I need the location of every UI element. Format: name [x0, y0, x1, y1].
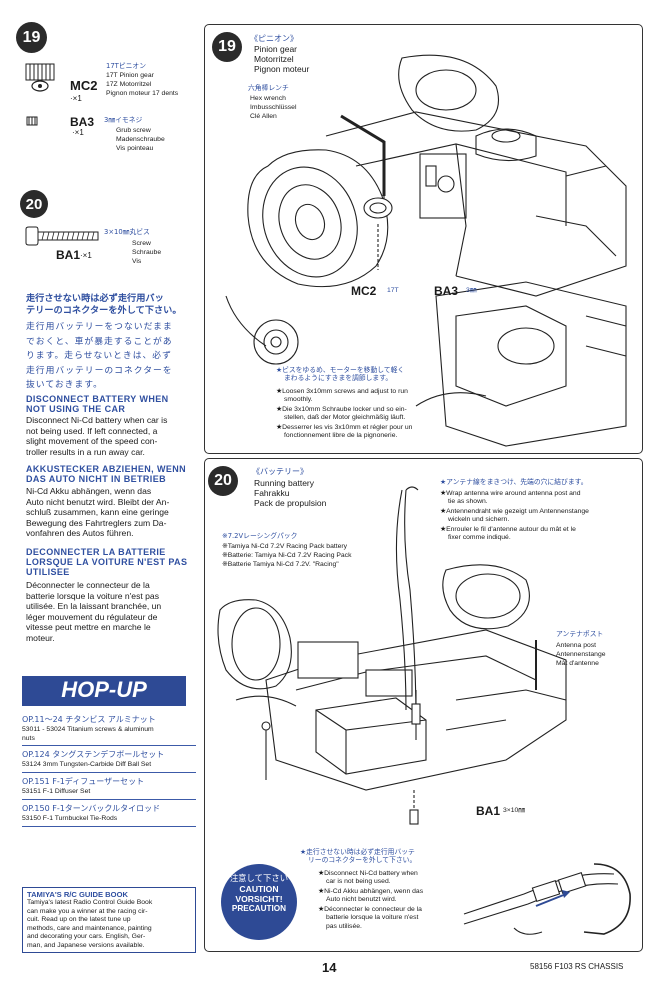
grub-en-label: Grub screw — [116, 127, 151, 134]
hopup-item-1-desc2: nuts — [22, 735, 35, 742]
screw-fr-label: Vis — [132, 258, 142, 265]
antenna-note-fr: ★Enrouler le fil d'antenne autour du mât… — [440, 526, 576, 542]
hopup-item-2-desc: 53124 3mm Tungsten-Carbide Diff Ball Set — [22, 761, 152, 768]
antenna-note-en: ★Wrap antenna wire around antenna post a… — [440, 490, 581, 506]
ba3-label: BA3 — [434, 284, 459, 298]
screw-de-label: Schraube — [132, 249, 162, 256]
grub-screw-icon — [26, 116, 38, 126]
battery-warning-en: ★Disconnect Ni-Cd battery when car is no… — [318, 870, 418, 886]
adjust-note-en: ★Loosen 3x10mm screws and adjust to run … — [276, 388, 408, 404]
mc2-sub-label: 17T — [387, 287, 399, 294]
hopup-divider — [22, 772, 196, 773]
grub-de-label: Madenschraube — [116, 136, 165, 143]
pinion-en-label: 17T Pinion gear — [106, 72, 154, 79]
screw-size-jp: 3×10㎜丸ビス — [104, 228, 150, 236]
panel-19-title-fr: Pignon moteur — [254, 64, 310, 74]
screw-ba1-code: BA1 — [56, 248, 81, 262]
panel-20-title-de: Fahrakku — [254, 488, 290, 498]
battery-note-en: ※Tamiya Ni-Cd 7.2V Racing Pack battery — [222, 543, 348, 550]
screw-en-label: Screw — [132, 240, 151, 247]
hopup-item-3-code: OP.151 F-1ディフューザーセット — [22, 777, 145, 786]
step-20-badge: 20 — [20, 190, 48, 218]
hopup-item-4-desc: 53150 F-1 Turnbuckel Tie-Rods — [22, 815, 118, 822]
panel-19-title-jp: 《ピニオン》 — [250, 34, 298, 43]
product-code: 58156 F103 RS CHASSIS — [530, 962, 624, 971]
hopup-item-1-desc: 53011 - 53024 Titanium screws & aluminum — [22, 726, 154, 733]
pinion-part-code: MC2 — [70, 78, 98, 93]
chassis-battery-drawing — [217, 486, 567, 825]
screw-part-code: BA3 — [70, 115, 95, 129]
mc2-label: MC2 — [351, 284, 377, 298]
hopup-divider — [22, 826, 196, 827]
step-20-panel — [204, 458, 643, 952]
chassis-pinion-drawing — [225, 54, 627, 447]
panel-20-badge: 20 — [208, 466, 238, 496]
page-number: 14 — [322, 960, 337, 975]
adjust-note-de: ★Die 3x10mm Schraube locker und so ein- … — [276, 406, 407, 422]
ba1-label: BA1 — [476, 804, 501, 818]
adjust-note-jp: ★ビスをゆるめ、モーターを移動して軽く まわるようにすきまを調節します。 — [276, 366, 405, 383]
warning-fr-body: Déconnecter le connecteur de la batterie… — [26, 580, 162, 643]
warning-de-heading: AKKUSTECKER ABZIEHEN, WENN DAS AUTO NICH… — [26, 464, 187, 484]
hex-wrench-jp: 六角棒レンチ — [248, 84, 289, 92]
warning-fr-heading: DECONNECTER LA BATTERIE LORSQUE LA VOITU… — [26, 547, 188, 577]
warning-en-body: Disconnect Ni-Cd battery when car is not… — [26, 415, 168, 457]
hex-wrench-de: Imbusschlüssel — [250, 104, 297, 111]
panel-19-badge: 19 — [212, 32, 242, 62]
hopup-options-title: HOP-UP OPTIONS — [22, 676, 186, 730]
battery-note-de: ※Batterie: Tamiya Ni-Cd 7.2V Racing Pack — [222, 552, 352, 559]
guide-book-title: TAMIYA'S R/C GUIDE BOOK — [27, 890, 128, 899]
antenna-note-jp: ★アンテナ線をまきつけ、先端の穴に結びます。 — [440, 478, 588, 486]
screw-ba1-qty: ·×1 — [80, 251, 92, 260]
pinion-gear-icon — [25, 63, 55, 92]
screw-qty: ·×1 — [72, 128, 84, 137]
hex-wrench-fr: Clé Allen — [250, 113, 277, 120]
panel-20-title-jp: 《バッテリー》 — [252, 467, 308, 476]
panel-19-title-de: Motorritzel — [254, 54, 294, 64]
hopup-item-4-code: OP.150 F-1ターンバックルタイロッド — [22, 804, 161, 813]
grub-jp-label: 3㎜イモネジ — [104, 116, 143, 124]
battery-warning-de: ★Ni-Cd Akku abhängen, wenn das Auto nich… — [318, 888, 424, 904]
guide-book-text: Tamiya's latest Radio Control Guide Book… — [27, 899, 153, 949]
ba1-sub-label: 3×10㎜ — [503, 807, 526, 814]
hopup-item-1-code: OP.11～24 チタンビス アルミナット — [22, 715, 156, 724]
panel-20-title-fr: Pack de propulsion — [254, 498, 327, 508]
ba3-sub-label: 3㎜ — [466, 287, 477, 294]
antenna-post-fr: Mât d'antenne — [556, 660, 599, 667]
warning-jp-body: 走行用バッテリーをつないだまま でおくと、車が暴走することがあ ります。走らせな… — [26, 322, 173, 391]
antenna-note-de: ★Antennendraht wie gezeigt um Antennenst… — [440, 508, 589, 524]
connector-drawing — [463, 863, 631, 935]
hopup-divider — [22, 799, 196, 800]
grub-fr-label: Vis pointeau — [116, 145, 154, 152]
pinion-qty: ·×1 — [70, 94, 82, 103]
hopup-item-2-code: OP.124 タングステンデフボールセット — [22, 750, 165, 759]
panel-19-title-en: Pinion gear — [254, 44, 298, 54]
antenna-post-de: Antennenstange — [556, 651, 606, 658]
hopup-divider — [22, 745, 196, 746]
hopup-item-3-desc: 53151 F-1 Diffuser Set — [22, 788, 91, 795]
pinion-jp-label: 17Tピニオン — [106, 62, 146, 70]
hex-wrench-en: Hex wrench — [250, 95, 286, 102]
pinion-de-label: 17Z Motorritzel — [106, 81, 152, 88]
battery-note-jp: ※7.2Vレーシングパック — [222, 532, 298, 540]
battery-warning-fr: ★Déconnecter le connecteur de la batteri… — [318, 906, 422, 930]
step-19-badge: 19 — [16, 22, 47, 53]
screw-icon — [25, 226, 99, 246]
antenna-post-jp: アンテナポスト — [556, 630, 604, 638]
guide-book-box: TAMIYA'S R/C GUIDE BOOK Tamiya's latest … — [22, 887, 196, 953]
pinion-fr-label: Pignon moteur 17 dents — [106, 90, 179, 97]
warning-de-body: Ni-Cd Akku abhängen, wenn das Auto nicht… — [26, 486, 170, 539]
panel-20-title-en: Running battery — [254, 478, 315, 488]
battery-note-fr: ※Batterie Tamiya Ni-Cd 7.2V. "Racing" — [222, 561, 339, 568]
warning-jp-heading: 走行させない時は必ず走行用バッ テリーのコネクターを外して下さい。 — [26, 293, 182, 316]
warning-en-heading: DISCONNECT BATTERY WHEN NOT USING THE CA… — [26, 394, 169, 414]
caution-badge: 注意して下さい CAUTION VORSICHT! PRECAUTION — [221, 864, 297, 940]
adjust-note-fr: ★Desserrer les vis 3x10mm et régler pour… — [276, 424, 413, 440]
antenna-post-en: Antenna post — [556, 642, 597, 649]
step-19-panel — [204, 24, 643, 454]
battery-warning-jp: ★走行させない時は必ず走行用バッテ リーのコネクターを外して下さい。 — [300, 848, 417, 865]
